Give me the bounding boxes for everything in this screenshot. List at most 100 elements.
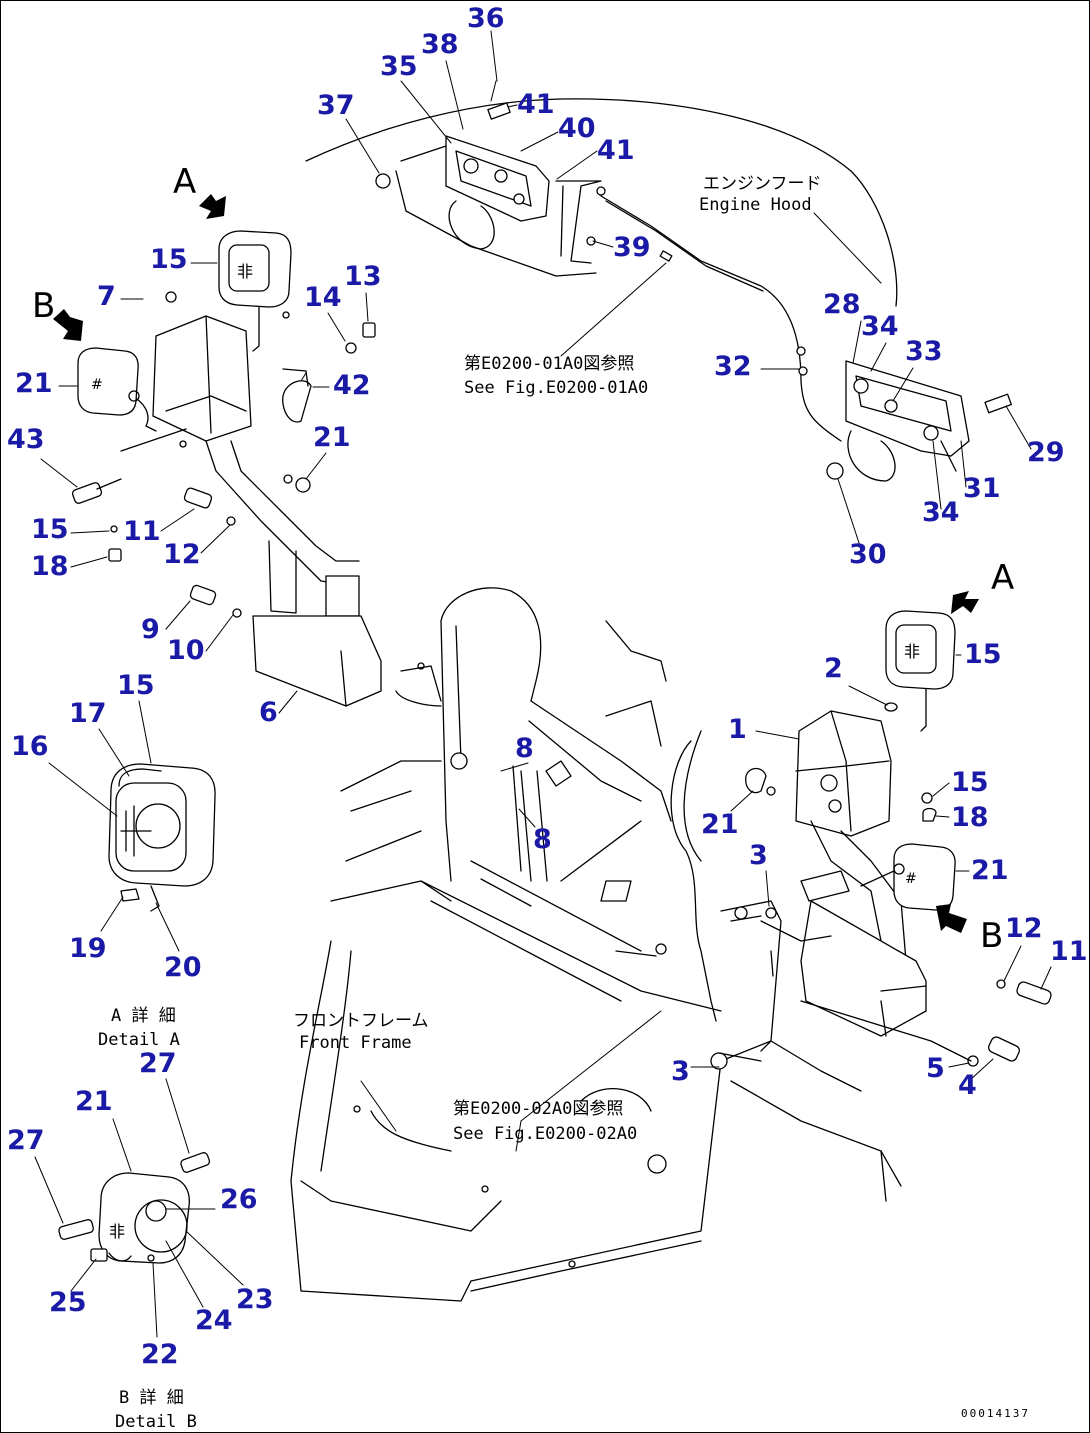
callout-12: 12: [1005, 913, 1043, 944]
hood-hinge-left: [375, 102, 606, 264]
captions: エンジンフード Engine Hood 第E0200-01A0図参照 See F…: [98, 174, 1030, 1432]
callout-21: 21: [15, 368, 53, 399]
side-lamp-right: #: [860, 843, 956, 911]
callout-37: 37: [317, 90, 355, 121]
svg-text:#: #: [91, 377, 103, 393]
callout-6: 6: [259, 697, 278, 728]
callout-41: 41: [597, 135, 635, 166]
callout-29: 29: [1027, 437, 1065, 468]
callout-20: 20: [164, 952, 202, 983]
view-arrow-b-left: [53, 309, 83, 341]
callout-21: 21: [75, 1086, 113, 1117]
right-lamp-stand: [795, 710, 927, 1037]
callout-21: 21: [701, 809, 739, 840]
callout-43: 43: [7, 424, 45, 455]
view-letter-a: A: [173, 162, 196, 202]
front-frame: [290, 587, 902, 1302]
svg-text:非: 非: [109, 1222, 125, 1241]
callout-40: 40: [558, 113, 596, 144]
caption-see-fig-01a0-jp: 第E0200-01A0図参照: [464, 354, 634, 374]
callout-30: 30: [849, 539, 887, 570]
caption-detail-b-jp: B 詳 細: [119, 1388, 184, 1408]
callout-21: 21: [313, 422, 351, 453]
callout-3: 3: [671, 1056, 690, 1087]
callout-2: 2: [824, 653, 843, 684]
detail-b-lamp: 非: [58, 1152, 211, 1264]
callout-19: 19: [69, 933, 107, 964]
left-lamp-stand: [152, 315, 382, 707]
callout-36: 36: [467, 3, 505, 34]
callout-1: 1: [728, 714, 747, 745]
callout-9: 9: [141, 614, 160, 645]
callout-21: 21: [971, 855, 1009, 886]
callout-11: 11: [1050, 936, 1088, 967]
callout-24: 24: [195, 1305, 233, 1336]
callout-35: 35: [380, 51, 418, 82]
caption-front-frame-en: Front Frame: [299, 1033, 412, 1053]
hood-hinge-right: [826, 360, 1012, 482]
callout-8: 8: [533, 824, 552, 855]
view-letter-a: A: [991, 558, 1014, 598]
callout-18: 18: [31, 551, 69, 582]
view-arrows: [53, 194, 979, 933]
callout-25: 25: [49, 1287, 87, 1318]
side-lamp-left: #: [77, 347, 157, 432]
callout-28: 28: [823, 289, 861, 320]
callout-12: 12: [163, 539, 201, 570]
svg-text:非: 非: [237, 262, 253, 281]
caption-detail-a-en: Detail A: [98, 1030, 180, 1050]
callout-17: 17: [69, 698, 107, 729]
caption-see-fig-02a0-en: See Fig.E0200-02A0: [453, 1124, 637, 1144]
callout-8: 8: [515, 733, 534, 764]
caption-see-fig-01a0-en: See Fig.E0200-01A0: [464, 378, 648, 398]
callout-27: 27: [7, 1125, 45, 1156]
callout-42: 42: [333, 370, 371, 401]
svg-text:非: 非: [904, 642, 920, 661]
callout-3: 3: [749, 840, 768, 871]
view-arrow-b-right: [936, 904, 967, 933]
work-lamp-left-top: 非: [218, 230, 292, 352]
caption-engine-hood-jp: エンジンフード: [703, 174, 822, 194]
callout-18: 18: [951, 802, 989, 833]
callout-15: 15: [951, 767, 989, 798]
callout-27: 27: [139, 1048, 177, 1079]
callout-13: 13: [344, 261, 382, 292]
callout-14: 14: [304, 282, 342, 313]
caption-detail-b-en: Detail B: [115, 1412, 197, 1432]
caption-detail-a-jp: A 詳 細: [111, 1006, 176, 1026]
callout-11: 11: [123, 516, 161, 547]
callout-33: 33: [905, 336, 943, 367]
callout-15: 15: [117, 670, 155, 701]
callout-38: 38: [421, 29, 459, 60]
callout-39: 39: [613, 232, 651, 263]
callout-4: 4: [958, 1070, 977, 1101]
detail-a-lamp: [108, 763, 216, 912]
view-letter-b: B: [980, 916, 1003, 956]
callout-41: 41: [517, 89, 555, 120]
hood-cable: [600, 195, 842, 442]
callout-15: 15: [31, 514, 69, 545]
svg-text:#: #: [905, 871, 917, 887]
callout-7: 7: [97, 281, 116, 312]
callout-34: 34: [861, 311, 899, 342]
callout-34: 34: [922, 497, 960, 528]
work-lamp-right-top: 非: [884, 610, 956, 732]
caption-see-fig-02a0-jp: 第E0200-02A0図参照: [453, 1099, 623, 1119]
view-arrow-a-left: [199, 194, 226, 219]
callout-10: 10: [167, 635, 205, 666]
callout-32: 32: [714, 351, 752, 382]
callout-15: 15: [964, 639, 1002, 670]
callout-16: 16: [11, 731, 49, 762]
callout-5: 5: [926, 1053, 945, 1084]
leader-lines: [34, 30, 1052, 1338]
drawing-id: 00014137: [961, 1407, 1030, 1420]
caption-engine-hood-en: Engine Hood: [699, 195, 812, 215]
caption-front-frame-jp: フロントフレーム: [293, 1011, 429, 1031]
callout-23: 23: [236, 1284, 274, 1315]
left-small-hardware: [71, 291, 376, 618]
callout-31: 31: [963, 473, 1001, 504]
callout-15: 15: [150, 244, 188, 275]
